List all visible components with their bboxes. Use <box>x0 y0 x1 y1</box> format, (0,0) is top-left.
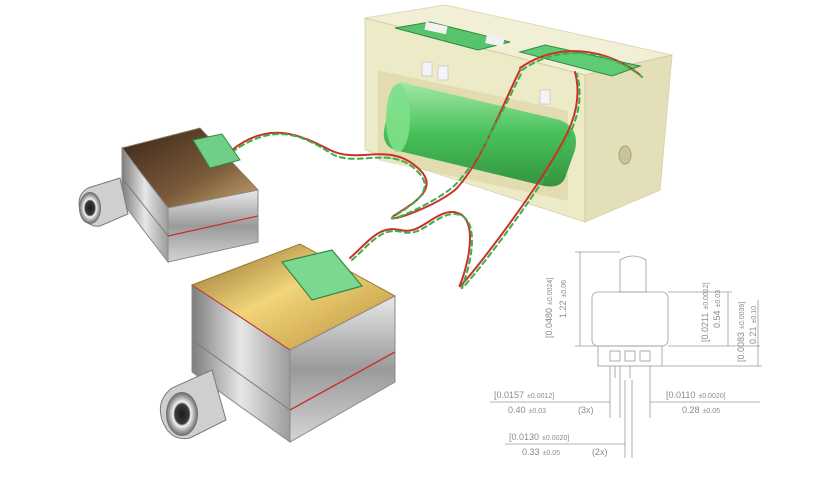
pcb-chip-white-2 <box>485 34 505 47</box>
housing-pcb-right <box>518 44 642 77</box>
dim-total-in: [0.0480 <box>544 308 554 338</box>
wire-green-3 <box>521 52 643 78</box>
receiver-large-seam <box>289 351 396 411</box>
part-base <box>597 345 663 367</box>
housing-port <box>618 145 632 165</box>
svg-text:0.40±0.03: 0.40±0.03 <box>508 405 546 415</box>
dim-lower-in-tol: ±0.0039] <box>739 302 746 329</box>
svg-text:[0.0211±0.0012]: [0.0211 ±0.0012] <box>700 282 710 342</box>
dim-width-mm-tol: ±0.05 <box>543 450 561 457</box>
dim-pitch-mm-tol: ±0.03 <box>529 408 547 415</box>
part-pin-1 <box>609 350 621 362</box>
svg-text:0.28±0.05: 0.28±0.05 <box>682 405 720 415</box>
receiver-small-nozzle-opening <box>79 192 101 224</box>
svg-text:[0.0157±0.0012]: [0.0157±0.0012] <box>494 390 554 400</box>
battery-cylinder <box>383 82 576 187</box>
dim-offset-in: [0.0110 <box>666 390 695 400</box>
dim-upper-mm-tol: ±0.03 <box>715 290 722 308</box>
svg-text:1.22±0.06: 1.22 ±0.06 <box>558 280 568 318</box>
battery-end <box>386 84 410 152</box>
svg-text:[0.0083±0.0039]: [0.0083 ±0.0039] <box>736 302 746 362</box>
dim-width-in: [0.0130 <box>509 432 539 442</box>
receiver-small-seam-2 <box>121 177 169 237</box>
wire-green-1 <box>231 71 523 220</box>
svg-text:0.33±0.05: 0.33±0.05 <box>522 447 560 457</box>
dim-total-mm: 1.22 <box>558 300 568 318</box>
dim-upper-in-tol: ±0.0012] <box>703 282 710 309</box>
dim-total-in-tol: ±0.0024] <box>547 278 554 305</box>
svg-text:0.54±0.03: 0.54 ±0.03 <box>712 290 722 328</box>
pcb-connector-1 <box>421 61 433 77</box>
dim-pitch-in-tol: ±0.0012] <box>527 393 554 400</box>
wire-green-2 <box>351 73 581 290</box>
housing-module <box>364 4 673 223</box>
part-pin-2 <box>624 350 636 362</box>
dim-total-mm-tol: ±0.06 <box>561 280 568 298</box>
dim-pitch-in: [0.0157 <box>494 390 524 400</box>
svg-text:[0.0480±0.0024]: [0.0480 ±0.0024] <box>544 278 554 338</box>
dim-upper-in: [0.0211 <box>700 313 710 342</box>
receiver-large-seam-2 <box>191 339 291 411</box>
receiver-small-seam <box>167 215 259 237</box>
dim-offset-mm-tol: ±0.05 <box>703 408 721 415</box>
receiver-large-nozzle-opening <box>166 392 198 436</box>
wire-red-2 <box>349 71 579 288</box>
housing-side <box>584 54 673 223</box>
pcb-connector-2 <box>437 65 449 81</box>
technical-drawing: [0.0480 ±0.0024] 1.22 ±0.06 [0.0211 ±0.0012… <box>490 251 762 458</box>
receiver-small <box>78 127 259 264</box>
housing-pcb-left <box>394 21 511 51</box>
dim-width-mm: 0.33 <box>522 447 540 457</box>
svg-text:[0.0130±0.0020]: [0.0130±0.0020] <box>509 432 569 442</box>
svg-text:0.21±0.10: 0.21 ±0.10 <box>748 306 758 344</box>
pcb-chip-white-1 <box>424 21 448 35</box>
part-nub <box>619 255 647 293</box>
receiver-small-pcb <box>192 133 241 169</box>
dim-upper-mm: 0.54 <box>712 310 722 328</box>
dim-pitch-count: (3x) <box>578 405 594 415</box>
part-pin-3 <box>639 350 651 362</box>
dim-lower-in: [0.0083 <box>736 332 746 362</box>
twisted-wires <box>231 50 643 290</box>
dim-pitch-mm: 0.40 <box>508 405 526 415</box>
receiver-large-edge <box>191 284 291 351</box>
dim-offset-mm: 0.28 <box>682 405 700 415</box>
receiver-large-pcb <box>280 249 364 301</box>
receiver-large <box>159 243 397 443</box>
dim-width-count: (2x) <box>592 447 608 457</box>
dim-lower-mm: 0.21 <box>748 326 758 344</box>
part-body <box>591 291 669 347</box>
dim-offset-in-tol: ±0.0020] <box>698 393 725 400</box>
receiver-large-side <box>289 295 396 443</box>
dim-lower-mm-tol: ±0.10 <box>751 306 758 324</box>
dim-width-in-tol: ±0.0020] <box>542 435 569 442</box>
svg-text:[0.0110±0.0020]: [0.0110±0.0020] <box>666 390 726 400</box>
pcb-connector-3 <box>539 89 551 105</box>
